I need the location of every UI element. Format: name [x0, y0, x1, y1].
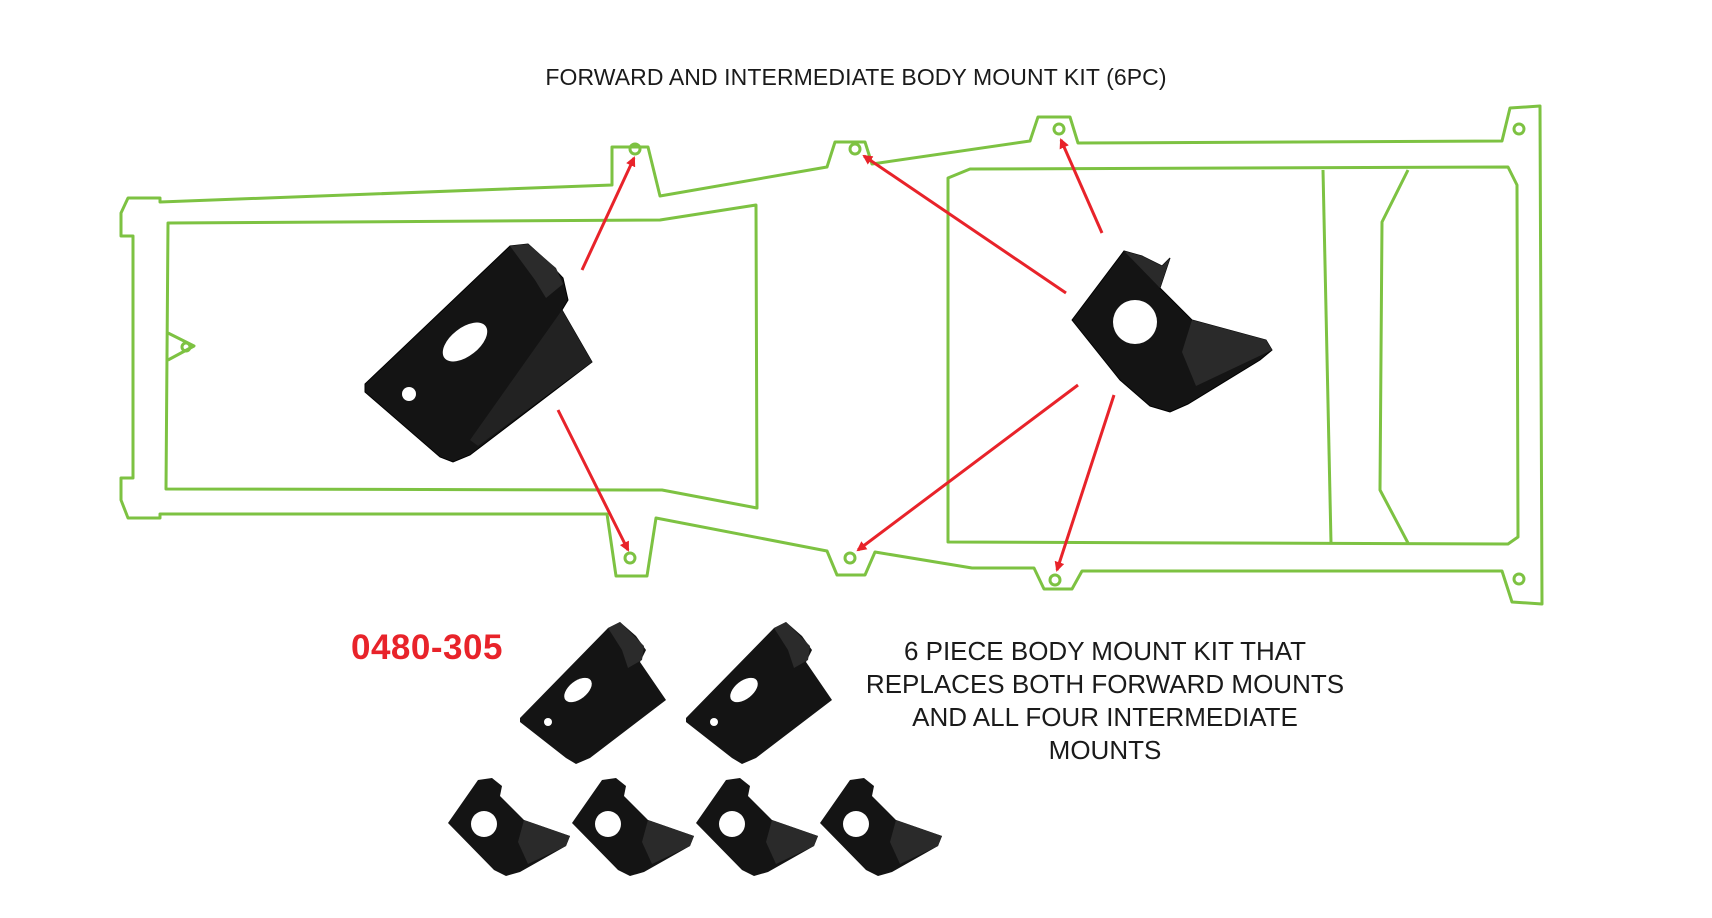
- frame-tab-hole: [180, 341, 192, 353]
- description-line: 6 PIECE BODY MOUNT KIT THAT: [903, 636, 1307, 666]
- mount-hole-forward-bottom: [623, 551, 637, 565]
- arrow-forward-bottom: [556, 409, 630, 552]
- kit-forward-bracket-2: [686, 622, 832, 764]
- kit-forward-bracket-1: [520, 622, 666, 764]
- arrow-intermediate-top-2: [1059, 138, 1104, 234]
- chassis-frame-outline: [119, 104, 1544, 606]
- description-line: MOUNTS: [1048, 735, 1162, 765]
- kit-description: 6 PIECE BODY MOUNT KIT THAT REPLACES BOT…: [810, 635, 1400, 767]
- frame-crossmember: [1321, 169, 1333, 544]
- kit-intermediate-bracket-3: [696, 778, 818, 876]
- frame-forward-inner: [164, 203, 759, 510]
- mount-location-arrows: [556, 138, 1116, 572]
- description-line: AND ALL FOUR INTERMEDIATE: [912, 702, 1298, 732]
- diagram-title: FORWARD AND INTERMEDIATE BODY MOUNT KIT …: [545, 64, 1167, 90]
- arrow-intermediate-bottom-2: [1054, 394, 1116, 572]
- description-line: REPLACES BOTH FORWARD MOUNTS: [865, 669, 1345, 699]
- mount-hole-rear-top: [1512, 122, 1526, 136]
- frame-rear-kickup: [1378, 169, 1410, 544]
- kit-intermediate-bracket-4: [820, 778, 942, 876]
- mount-hole-intermediate-bottom-1: [843, 551, 857, 565]
- arrow-forward-top: [580, 156, 636, 271]
- frame-side-tab: [167, 331, 196, 362]
- mount-hole-rear-bottom: [1512, 572, 1526, 586]
- forward-mount-bracket-large: [364, 243, 593, 463]
- mount-hole-intermediate-top-2: [1052, 122, 1066, 136]
- part-number: 0480-305: [351, 628, 503, 667]
- kit-intermediate-bracket-1: [448, 778, 570, 876]
- mount-hole-intermediate-top-1: [848, 142, 862, 156]
- kit-intermediate-bracket-2: [572, 778, 694, 876]
- mount-hole-intermediate-bottom-2: [1048, 573, 1062, 587]
- frame-rear-inner: [946, 165, 1520, 546]
- arrow-intermediate-top-1: [862, 154, 1067, 295]
- mount-hole-forward-top: [628, 142, 642, 156]
- intermediate-mount-bracket-large: [1071, 250, 1273, 413]
- frame-outer-rail: [119, 104, 1544, 606]
- arrow-intermediate-bottom-1: [856, 383, 1079, 552]
